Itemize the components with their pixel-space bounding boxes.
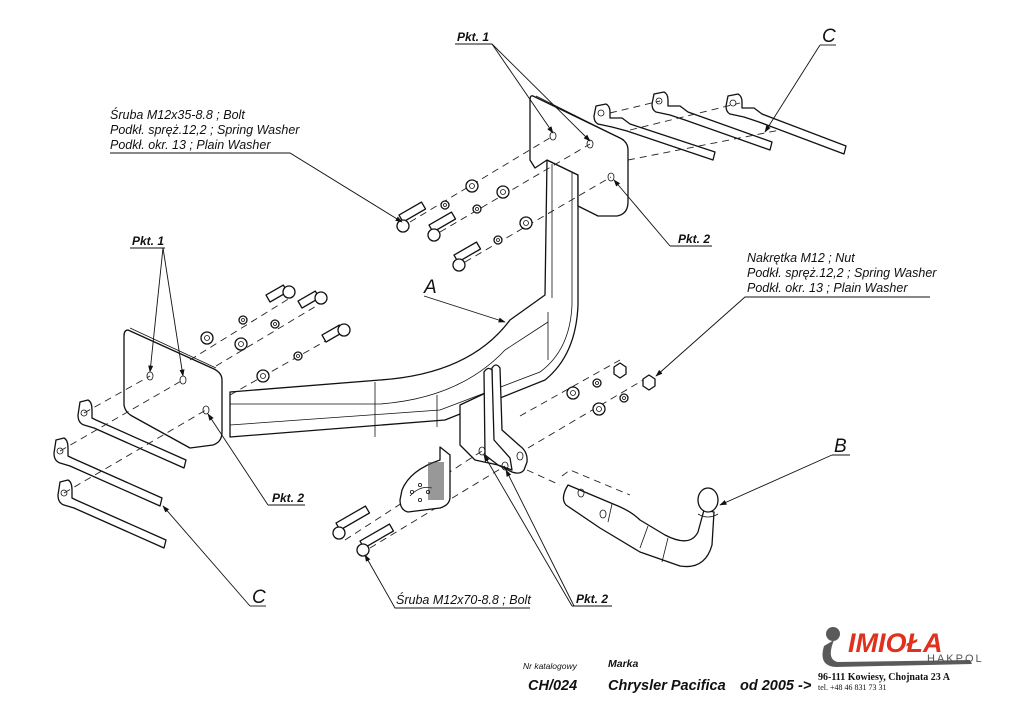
callout-bolt-bottom: Śruba M12x70-8.8 ; Bolt bbox=[364, 554, 531, 609]
right-nut-set bbox=[566, 362, 656, 416]
callout-part-a: A bbox=[423, 277, 506, 323]
callout-nut-line-1: Nakrętka M12 ; Nut bbox=[747, 251, 855, 265]
bottom-bolts bbox=[332, 505, 395, 557]
strap-top-1 bbox=[593, 103, 716, 161]
plain-washer bbox=[519, 216, 533, 230]
callout-pkt2-bottom: Pkt. 2 bbox=[483, 454, 612, 607]
left-fastener-set bbox=[200, 284, 351, 383]
strap-top-3 bbox=[725, 93, 847, 155]
callout-nut-line-3: Podkł. okr. 13 ; Plain Washer bbox=[747, 281, 908, 295]
label-pkt1-top: Pkt. 1 bbox=[457, 30, 489, 44]
catalog-number-label: Nr katalogowy bbox=[523, 661, 578, 671]
strap-left-2 bbox=[53, 437, 163, 507]
callout-nut-set-right: Nakrętka M12 ; Nut Podkł. spręż.12,2 ; S… bbox=[655, 251, 937, 377]
tow-ball-logo-icon bbox=[826, 627, 840, 641]
spring-washer bbox=[440, 200, 450, 210]
left-mounting-straps bbox=[53, 399, 187, 549]
catalog-number: CH/024 bbox=[528, 678, 577, 694]
label-part-c-bottom: C bbox=[252, 587, 266, 608]
bolt-top-2 bbox=[427, 211, 457, 242]
callout-bolt-line-1: Śruba M12x35-8.8 ; Bolt bbox=[110, 107, 245, 122]
plain-washer bbox=[496, 185, 510, 199]
top-fastener-set bbox=[396, 179, 533, 272]
label-part-a: A bbox=[423, 277, 437, 298]
company-logo: IMIOŁA HAKPOL 96-111 Kowiesy, Chojnata 2… bbox=[818, 627, 984, 692]
bolt-left-2 bbox=[297, 290, 328, 309]
callout-c-top: C bbox=[764, 26, 836, 133]
right-mounting-plate bbox=[529, 95, 629, 217]
production-from-year: od 2005 -> bbox=[740, 678, 812, 694]
company-logo-subtext: HAKPOL bbox=[927, 653, 984, 665]
spring-washer bbox=[472, 204, 482, 214]
brand-label: Marka bbox=[608, 658, 639, 670]
label-pkt1-left: Pkt. 1 bbox=[132, 234, 164, 248]
label-pkt2-right: Pkt. 2 bbox=[678, 232, 710, 246]
callout-bolt-set-top: Śruba M12x35-8.8 ; Bolt Podkł. spręż.12,… bbox=[110, 107, 403, 223]
strap-left-1 bbox=[77, 399, 187, 469]
tow-hook-logo-icon bbox=[822, 640, 972, 667]
callout-c-bottom: C bbox=[162, 505, 266, 608]
label-pkt2-bottom: Pkt. 2 bbox=[576, 592, 608, 606]
callout-pkt2-right: Pkt. 2 bbox=[613, 179, 712, 247]
left-mounting-plate bbox=[123, 327, 223, 449]
bolt-top-3 bbox=[452, 241, 482, 272]
strap-top-2 bbox=[651, 91, 773, 151]
bolt-left-3 bbox=[321, 323, 351, 343]
top-mounting-straps bbox=[593, 91, 847, 161]
callout-bolt-bottom-text: Śruba M12x70-8.8 ; Bolt bbox=[396, 592, 531, 607]
title-block: Nr katalogowy CH/024 Marka Chrysler Paci… bbox=[523, 658, 812, 694]
company-logo-text: IMIOŁA bbox=[848, 628, 943, 658]
strap-left-3 bbox=[57, 479, 167, 549]
spring-washer bbox=[493, 235, 503, 245]
callout-pkt1-left: Pkt. 1 bbox=[130, 234, 185, 377]
callout-pkt1-top: Pkt. 1 bbox=[455, 30, 591, 142]
callout-bolt-line-2: Podkł. spręż.12,2 ; Spring Washer bbox=[110, 123, 300, 137]
callout-bolt-line-3: Podkł. okr. 13 ; Plain Washer bbox=[110, 138, 271, 152]
callout-pkt2-left: Pkt. 2 bbox=[207, 413, 305, 506]
tow-ball-neck bbox=[561, 469, 719, 568]
label-part-b: B bbox=[834, 436, 847, 457]
company-phone: tel. +48 46 831 73 31 bbox=[818, 683, 887, 692]
label-pkt2-left: Pkt. 2 bbox=[272, 491, 304, 505]
bolt-left-1 bbox=[265, 284, 296, 303]
callout-nut-line-2: Podkł. spręż.12,2 ; Spring Washer bbox=[747, 266, 937, 280]
center-hitch-bracket bbox=[459, 364, 528, 474]
label-part-c-top: C bbox=[822, 26, 836, 47]
main-crossbar-beam bbox=[229, 159, 579, 438]
callout-part-b: B bbox=[719, 436, 850, 506]
electrical-socket-plate bbox=[399, 446, 451, 513]
bolt-top-1 bbox=[396, 201, 427, 233]
brand-value: Chrysler Pacifica bbox=[608, 678, 726, 694]
plain-washer bbox=[465, 179, 479, 193]
company-address: 96-111 Kowiesy, Chojnata 23 A bbox=[818, 672, 951, 683]
